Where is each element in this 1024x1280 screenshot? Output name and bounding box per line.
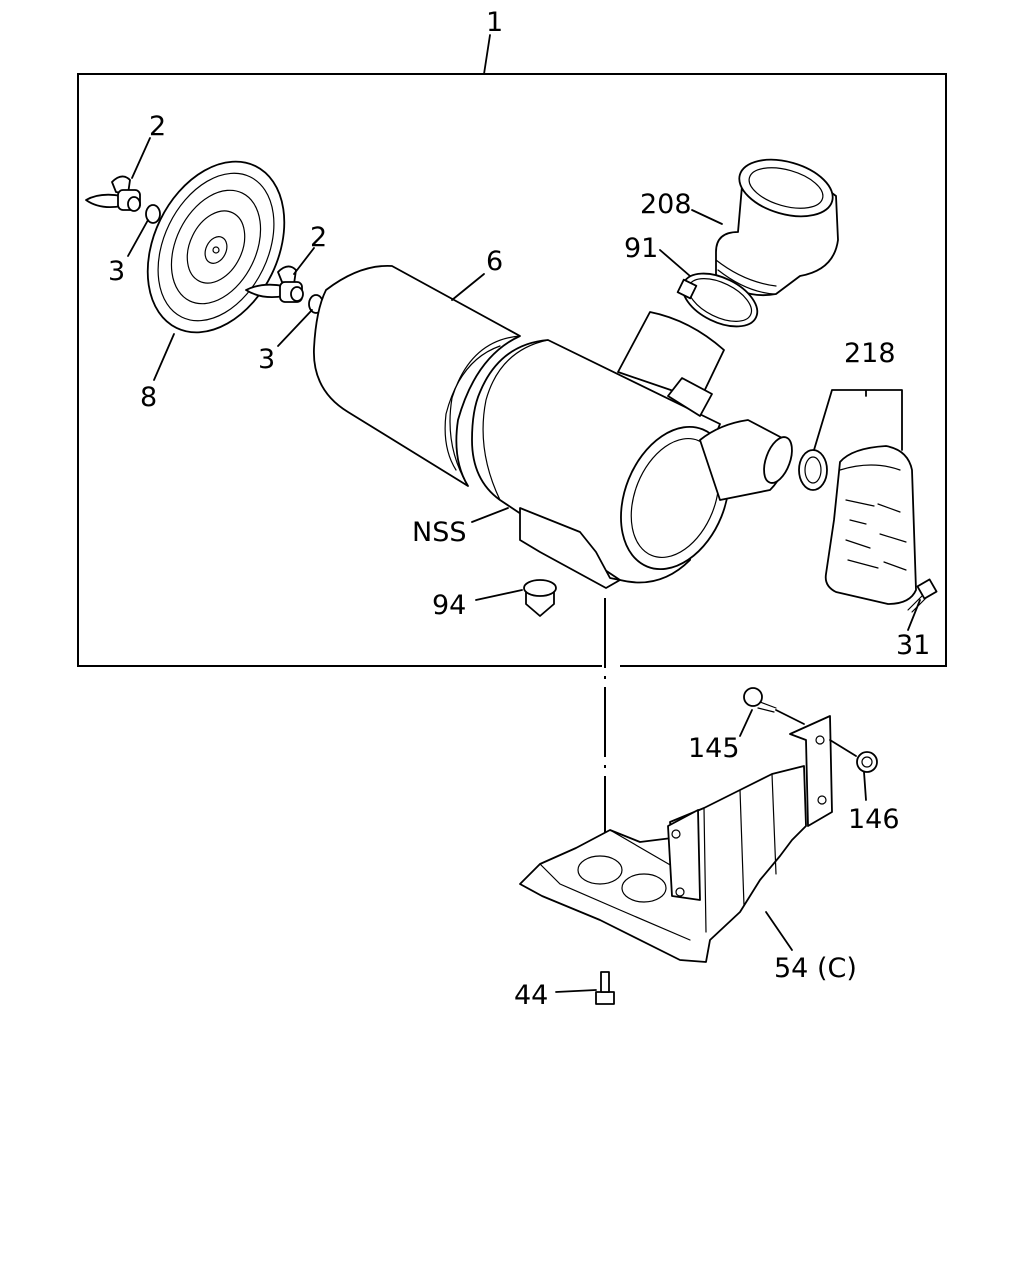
cover-part xyxy=(146,160,286,334)
label-washer-mid: 3 xyxy=(258,344,275,375)
bolt-44 xyxy=(595,971,615,1005)
bolt-145 xyxy=(743,687,777,713)
label-resonator: 218 xyxy=(844,338,896,369)
label-bolt-145: 145 xyxy=(688,733,740,764)
bolt-31 xyxy=(907,578,938,613)
label-nss: NSS xyxy=(412,517,466,548)
label-washer-top: 3 xyxy=(108,256,125,287)
hose-clamp xyxy=(676,272,759,328)
label-assembly: 1 xyxy=(486,7,503,38)
wing-nut-top xyxy=(85,175,141,212)
filter-element xyxy=(313,265,521,487)
leader-lines xyxy=(127,34,921,993)
label-nut-146: 146 xyxy=(848,804,900,835)
assembly-frame xyxy=(77,73,947,667)
dust-valve xyxy=(523,579,557,617)
label-bolt-44: 44 xyxy=(514,980,548,1011)
air-cleaner-body xyxy=(471,311,793,589)
bracket-part xyxy=(519,715,833,963)
label-bolt-resonator: 31 xyxy=(896,630,930,661)
label-cover: 8 xyxy=(140,382,157,413)
label-wing-nut-top: 2 xyxy=(149,111,166,142)
wing-nut-mid xyxy=(245,265,304,303)
elbow-part xyxy=(715,158,839,297)
washer-top xyxy=(145,204,161,224)
nut-146 xyxy=(856,751,878,773)
label-clamp: 91 xyxy=(624,233,658,264)
label-elbow: 208 xyxy=(640,189,692,220)
label-element: 6 xyxy=(486,246,503,277)
label-valve: 94 xyxy=(432,590,466,621)
resonator-part xyxy=(798,445,917,605)
label-wing-nut-mid: 2 xyxy=(310,222,327,253)
label-bracket: 54 (C) xyxy=(774,953,857,984)
